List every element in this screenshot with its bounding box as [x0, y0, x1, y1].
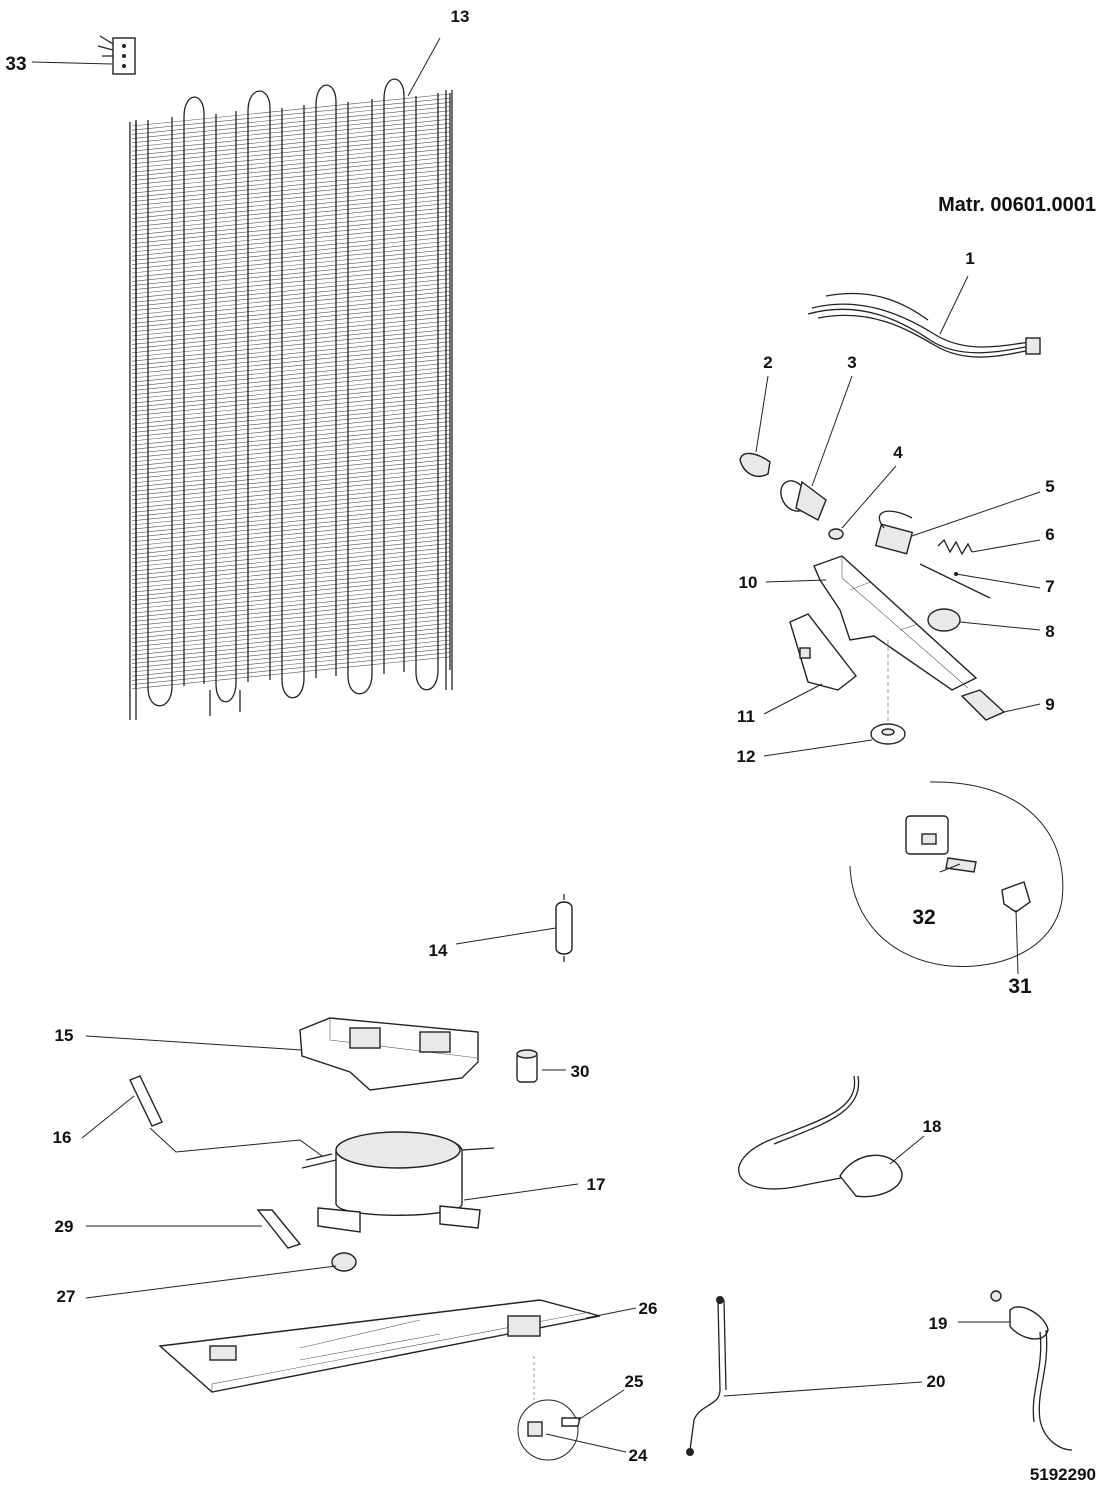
- spring-part[interactable]: [937, 538, 973, 556]
- coil-grid-wires: [131, 93, 451, 690]
- sleeve-part[interactable]: [129, 1075, 163, 1127]
- clip-part[interactable]: [256, 1209, 302, 1249]
- leader-lines: [31, 37, 1041, 1453]
- drawing-number: 5192290: [1030, 1465, 1096, 1484]
- grommet-part[interactable]: [516, 1049, 538, 1083]
- callout-labels: 13 33 1 2 3 4 5 6 7 8 9 10 11 12 32 31 1…: [5, 7, 1096, 1484]
- callout-17: 17: [587, 1175, 606, 1194]
- callout-12: 12: [737, 747, 756, 766]
- wiring-harness-part[interactable]: [807, 292, 1041, 358]
- nut-part[interactable]: [828, 528, 844, 540]
- thermostat-part[interactable]: [874, 510, 914, 555]
- callout-9: 9: [1045, 695, 1054, 714]
- callout-6: 6: [1045, 525, 1054, 544]
- callout-2: 2: [763, 353, 772, 372]
- pin-part[interactable]: [919, 563, 991, 599]
- callout-10: 10: [739, 573, 758, 592]
- washer-part[interactable]: [870, 640, 906, 745]
- callout-32: 32: [912, 906, 935, 929]
- callout-26: 26: [639, 1299, 658, 1318]
- cam-part[interactable]: [927, 608, 961, 632]
- callout-29: 29: [55, 1217, 74, 1236]
- callout-25: 25: [625, 1372, 644, 1391]
- lamp-holder-part[interactable]: [789, 613, 857, 691]
- rubber-foot-part[interactable]: [331, 1252, 357, 1272]
- relay-clip-part[interactable]: [945, 857, 977, 873]
- callout-3: 3: [847, 353, 856, 372]
- callout-33: 33: [5, 54, 26, 75]
- detail-circle: [849, 781, 1064, 967]
- capillary-tube-part[interactable]: [686, 1296, 727, 1456]
- condenser-coil-part[interactable]: [129, 78, 453, 720]
- callout-31: 31: [1008, 975, 1032, 998]
- bracket-part[interactable]: [97, 35, 136, 75]
- callout-4: 4: [893, 443, 903, 462]
- power-cord-part[interactable]: [738, 1075, 903, 1198]
- callout-20: 20: [927, 1372, 946, 1391]
- knob-holder-part[interactable]: [776, 476, 827, 521]
- compressor-part[interactable]: [301, 1131, 495, 1233]
- light-diffuser-part[interactable]: [960, 689, 1006, 721]
- coil-rail: [129, 90, 453, 720]
- callout-19: 19: [929, 1314, 948, 1333]
- washer-detail-part[interactable]: [561, 1417, 581, 1427]
- material-number: Matr. 00601.0001: [938, 194, 1096, 216]
- callout-1: 1: [965, 249, 974, 268]
- coil-tube: [135, 78, 451, 707]
- callout-24: 24: [629, 1446, 648, 1465]
- callout-27: 27: [57, 1287, 76, 1306]
- callout-14: 14: [429, 941, 448, 960]
- callout-13: 13: [451, 7, 470, 26]
- capacitor-part[interactable]: [990, 1290, 1073, 1451]
- nut-detail-part[interactable]: [527, 1421, 543, 1437]
- relay-part[interactable]: [905, 815, 949, 855]
- callout-30: 30: [571, 1062, 590, 1081]
- callout-16: 16: [53, 1128, 72, 1147]
- callout-18: 18: [923, 1117, 942, 1136]
- callout-5: 5: [1045, 477, 1054, 496]
- callout-7: 7: [1045, 577, 1054, 596]
- overload-protector-part[interactable]: [1001, 881, 1031, 913]
- base-plate-part[interactable]: [158, 1299, 601, 1393]
- thermostat-knob-part[interactable]: [739, 452, 771, 478]
- dryer-filter-part[interactable]: [555, 894, 573, 962]
- thermostat-housing-part[interactable]: [813, 555, 978, 691]
- detail-circle-small: [517, 1356, 579, 1461]
- callout-15: 15: [55, 1026, 74, 1045]
- compressor-tray-part[interactable]: [299, 1017, 479, 1091]
- callout-8: 8: [1045, 622, 1054, 641]
- callout-11: 11: [737, 707, 755, 726]
